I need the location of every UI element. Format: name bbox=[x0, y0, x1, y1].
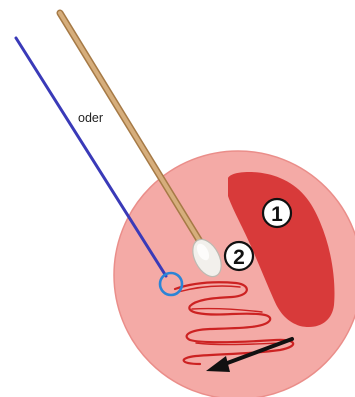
step-marker-2: 2 bbox=[225, 242, 253, 270]
step-number-1: 1 bbox=[271, 203, 283, 226]
step-marker-1: 1 bbox=[263, 199, 291, 227]
alternative-label: oder bbox=[78, 111, 103, 125]
step-number-2: 2 bbox=[233, 246, 245, 269]
